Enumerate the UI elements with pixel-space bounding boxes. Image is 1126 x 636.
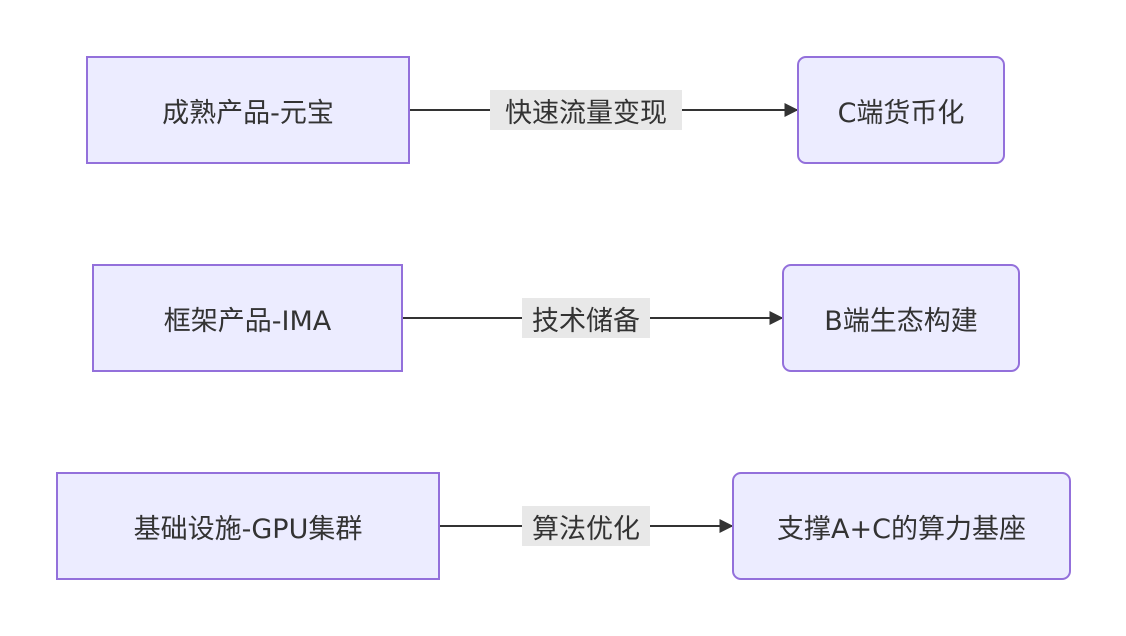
node-framework-product[interactable]: 框架产品-IMA bbox=[92, 264, 403, 372]
node-c-monetization[interactable]: C端货币化 bbox=[797, 56, 1005, 164]
edge-label-3: 算法优化 bbox=[522, 506, 650, 546]
node-label: B端生态构建 bbox=[824, 305, 978, 337]
node-label: 支撑A+C的算力基座 bbox=[777, 513, 1026, 545]
node-label: C端货币化 bbox=[837, 97, 965, 129]
node-label: 成熟产品-元宝 bbox=[162, 97, 334, 129]
node-mature-product[interactable]: 成熟产品-元宝 bbox=[86, 56, 410, 164]
edge-label-1: 快速流量变现 bbox=[490, 90, 682, 130]
node-b-ecosystem[interactable]: B端生态构建 bbox=[782, 264, 1020, 372]
node-label: 基础设施-GPU集群 bbox=[133, 513, 363, 545]
node-compute-base[interactable]: 支撑A+C的算力基座 bbox=[732, 472, 1071, 580]
node-infrastructure[interactable]: 基础设施-GPU集群 bbox=[56, 472, 440, 580]
edge-label-2: 技术储备 bbox=[522, 298, 650, 338]
node-label: 框架产品-IMA bbox=[163, 305, 332, 337]
